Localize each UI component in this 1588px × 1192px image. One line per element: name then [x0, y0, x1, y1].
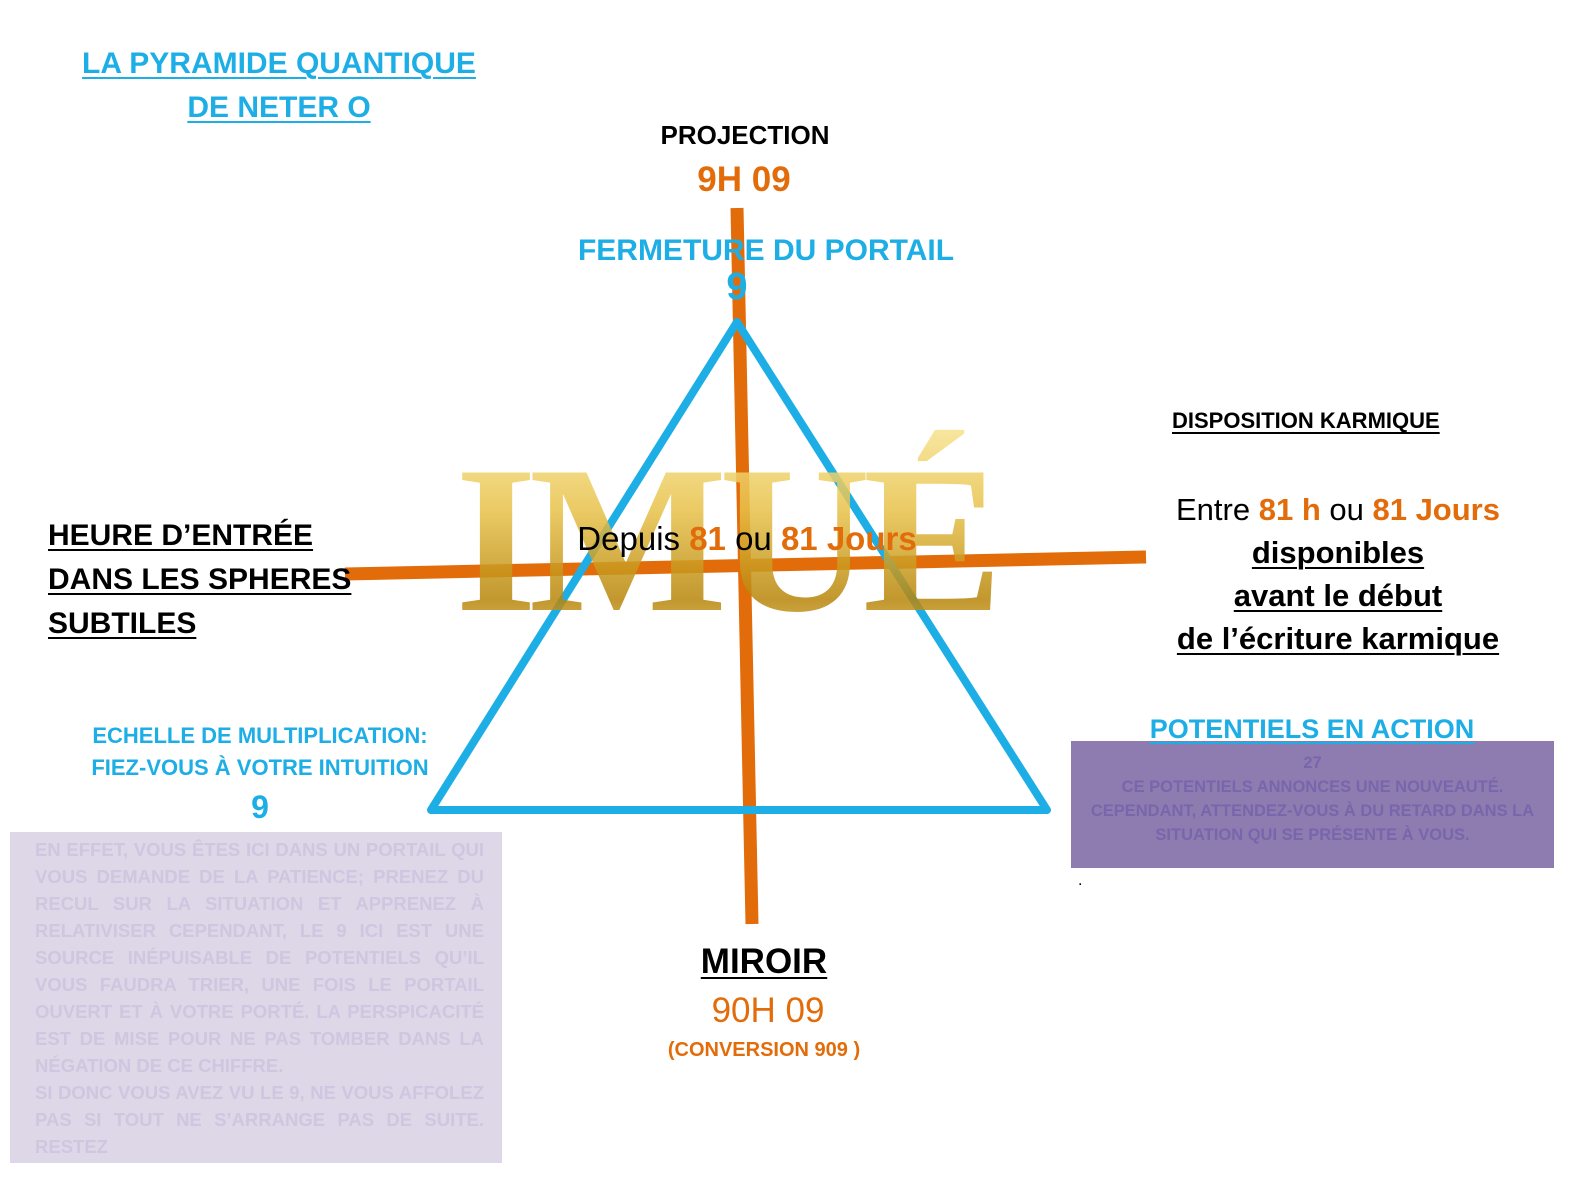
karmic-line-4: de l’écriture karmique — [1176, 621, 1500, 656]
projection-label: PROJECTION — [660, 120, 830, 150]
mirror-time: 90H 09 — [711, 991, 825, 1030]
imue-logo: IMUÉ — [430, 390, 1020, 690]
conversion-label: (CONVERSION 909 ) — [667, 1039, 861, 1061]
page-title: LA PYRAMIDE QUANTIQUE DE NETER O — [82, 42, 476, 130]
center-mid: ou — [725, 520, 781, 557]
scale-number: 9 — [251, 789, 269, 825]
potentials-box: 27 CE POTENTIELS ANNONCES UNE NOUVEAUTÉ.… — [1071, 741, 1554, 868]
potentials-line-3: SITUATION QUI SE PRÉSENTE À VOUS. — [1155, 826, 1470, 844]
entry-time-label: HEURE D’ENTRÉE DANS LES SPHERES SUBTILES — [48, 514, 351, 646]
potentials-line-1: CE POTENTIELS ANNONCES UNE NOUVEAUTÉ. — [1121, 778, 1504, 796]
karmic-line-2: disponibles — [1251, 535, 1425, 570]
entry-line-1: HEURE D’ENTRÉE — [48, 519, 314, 552]
karmic-line-1: Entre 81 h ou 81 Jours — [1176, 488, 1500, 531]
scale-line-2: FIEZ-VOUS À VOTRE INTUITION — [91, 755, 429, 780]
multiplication-scale: ECHELLE DE MULTIPLICATION: FIEZ-VOUS À V… — [91, 720, 428, 830]
entry-line-2: DANS LES SPHERES — [48, 563, 352, 596]
horizontal-axis — [344, 550, 1147, 581]
explanation-paragraph-2: SI DONC VOUS AVEZ VU LE 9, NE VOUS AFFOL… — [35, 1082, 484, 1157]
pyramid-triangle — [427, 318, 1051, 814]
portal-closing-label: FERMETURE DU PORTAIL — [577, 234, 955, 267]
days-value: 81 Jours — [1372, 492, 1500, 527]
entry-line-3: SUBTILES — [48, 607, 197, 640]
title-line-1: LA PYRAMIDE QUANTIQUE — [82, 47, 476, 80]
hours-value: 81 h — [1258, 492, 1321, 527]
scale-line-1: ECHELLE DE MULTIPLICATION: — [92, 723, 428, 748]
potentials-heading: POTENTIELS EN ACTION — [1149, 714, 1475, 744]
karmic-disposition-text: Entre 81 h ou 81 Jours disponibles avant… — [1176, 488, 1500, 660]
karmic-line-3: avant le début — [1233, 578, 1443, 613]
title-line-2: DE NETER O — [187, 91, 371, 124]
center-duration: Depuis 81 ou 81 Jours — [577, 520, 916, 558]
center-prefix: Depuis — [577, 520, 690, 557]
explanation-box: EN EFFET, VOUS ÊTES ICI DANS UN PORTAIL … — [10, 832, 502, 1163]
entre-text: Entre — [1176, 492, 1259, 527]
potentials-line-2: CEPENDANT, ATTENDEZ-VOUS À DU RETARD DAN… — [1090, 802, 1535, 820]
ou-text: ou — [1320, 492, 1373, 527]
portal-number: 9 — [726, 266, 748, 308]
explanation-paragraph-1: EN EFFET, VOUS ÊTES ICI DANS UN PORTAIL … — [35, 839, 484, 1076]
projection-time: 9H 09 — [697, 160, 791, 199]
mirror-label: MIROIR — [700, 942, 828, 981]
karmic-disposition-heading: DISPOSITION KARMIQUE — [1172, 408, 1440, 433]
potentials-number: 27 — [1303, 754, 1322, 772]
center-value-2: 81 Jours — [780, 520, 917, 557]
stray-dot: . — [1078, 872, 1083, 889]
center-value-1: 81 — [689, 520, 726, 557]
